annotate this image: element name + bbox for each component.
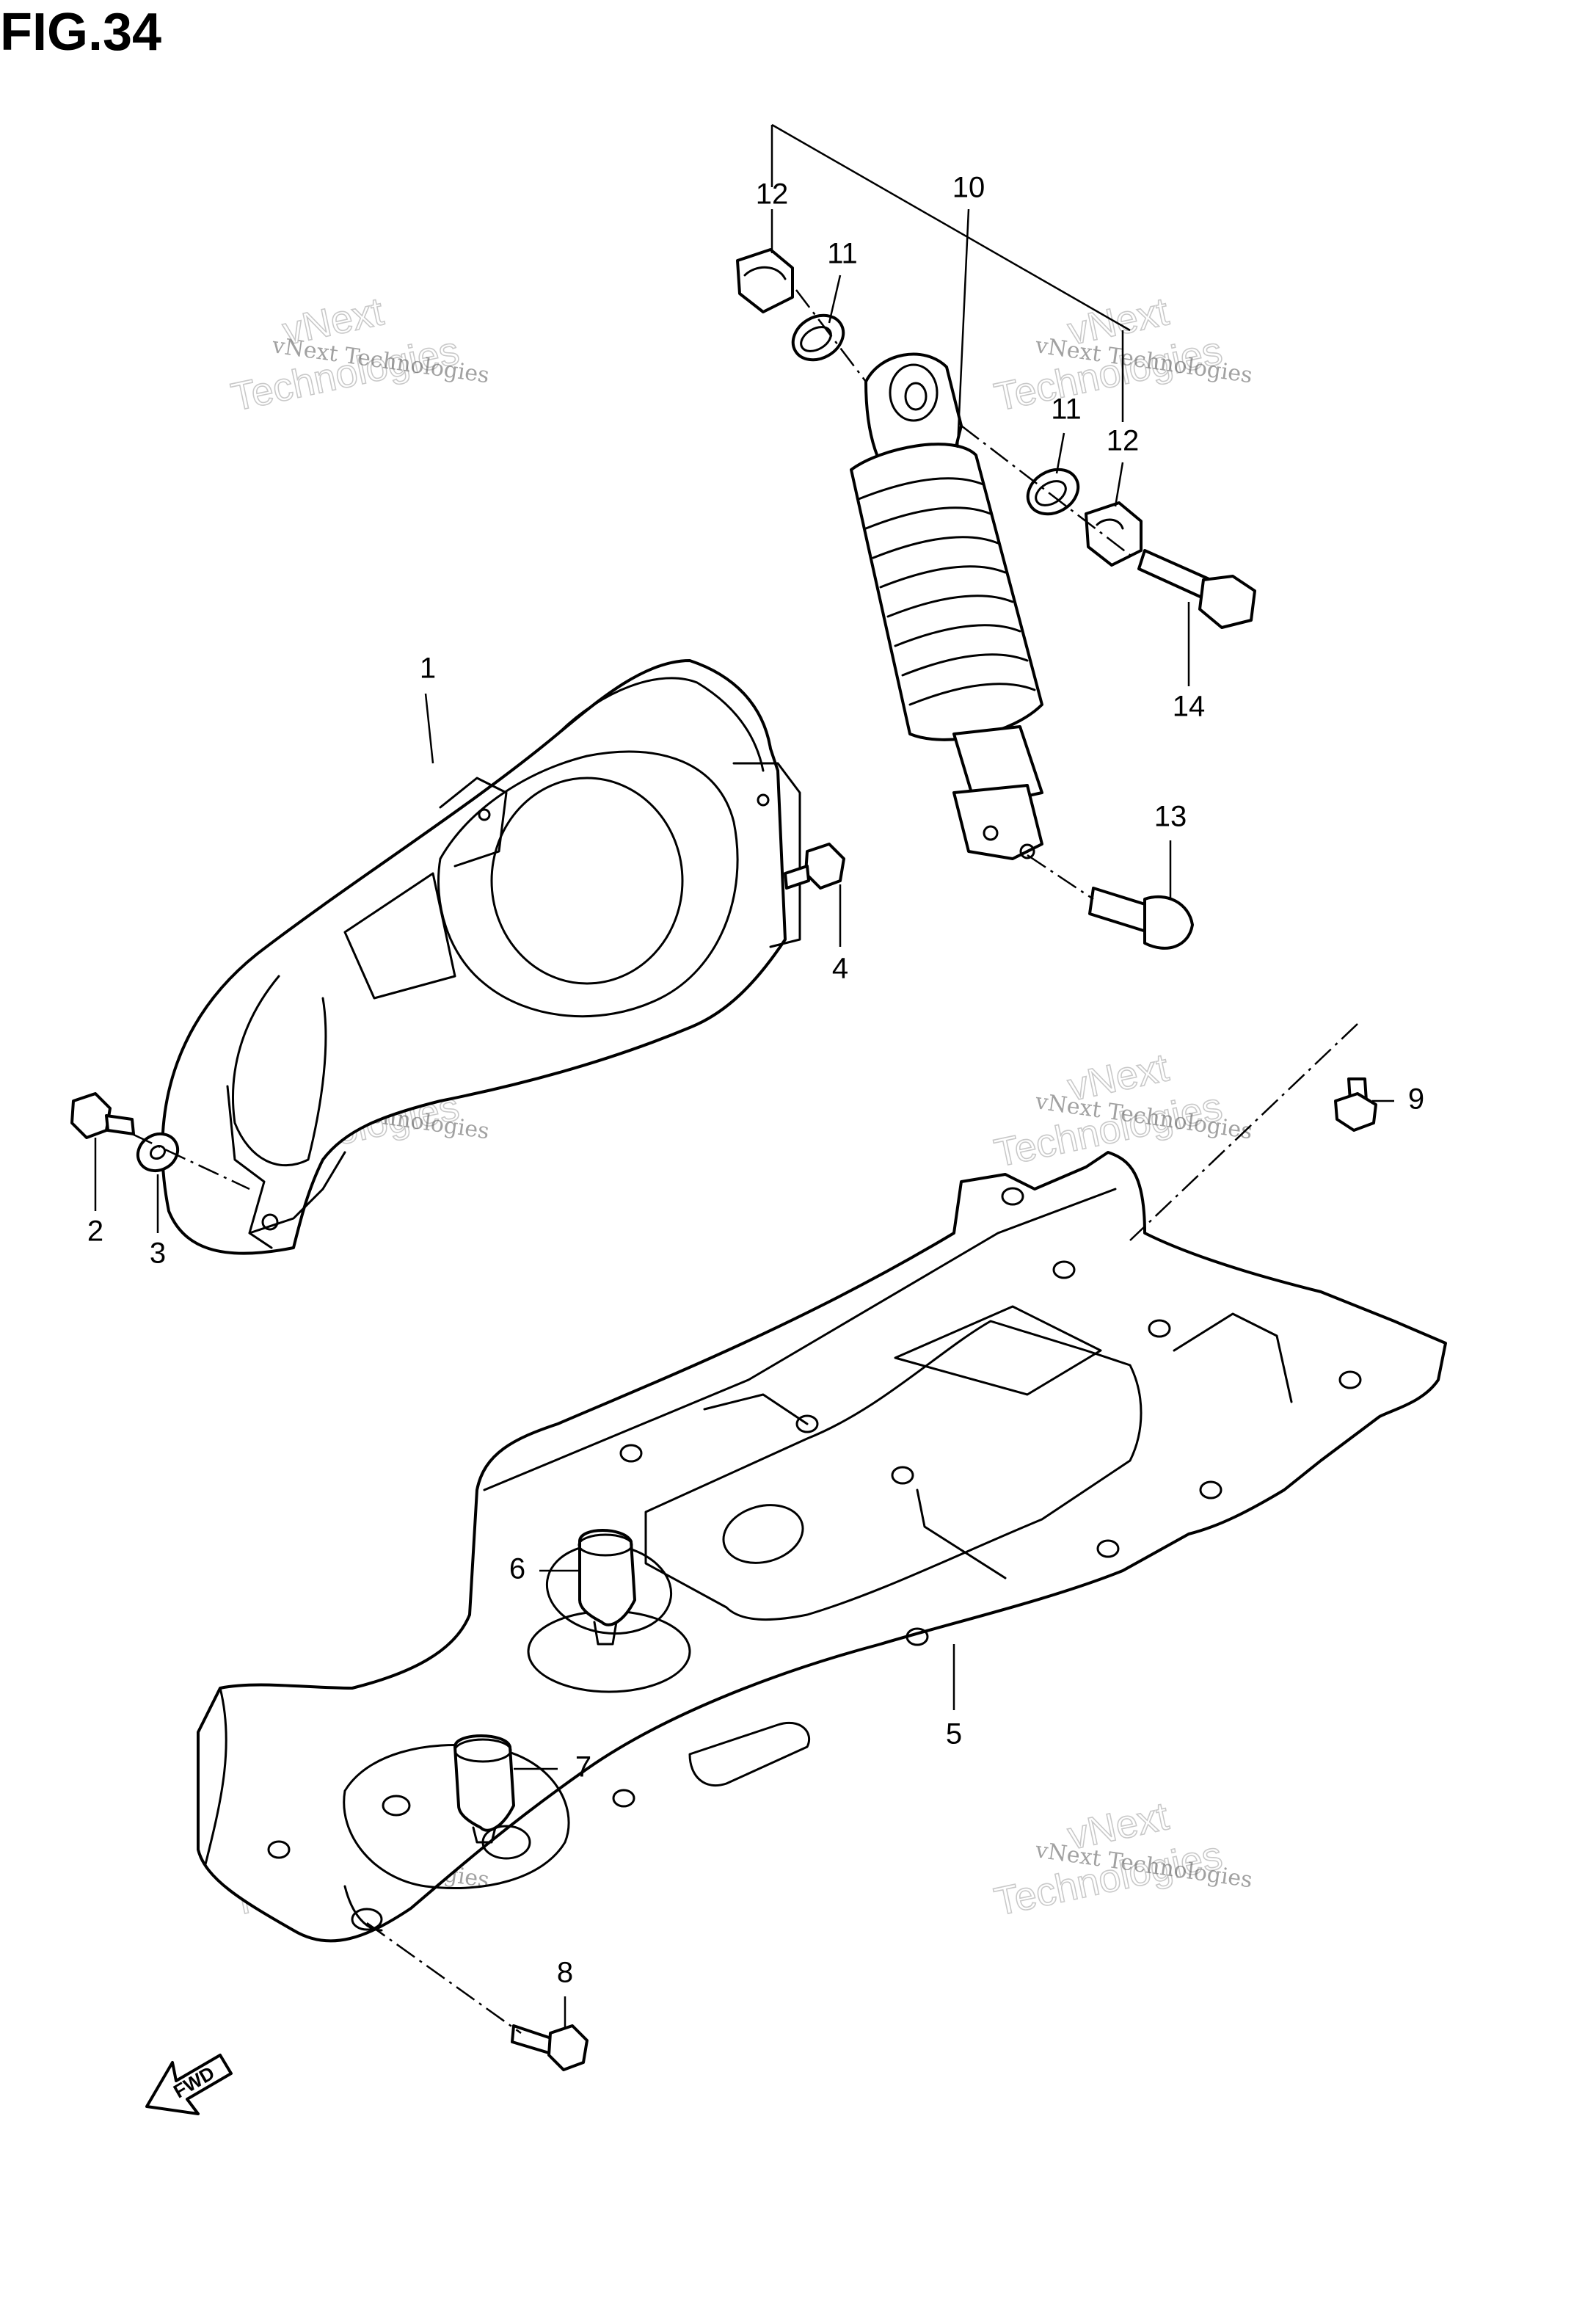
watermark-bottom-right: vNext Technologies vNext Technologies: [990, 1794, 1254, 1925]
callout-7: 7: [575, 1751, 591, 1784]
part-14-bolt: [1137, 549, 1256, 629]
part-9-bolt: [1334, 1077, 1377, 1132]
leader-lines: [94, 123, 1394, 2035]
part-1-drive-cover: [161, 659, 801, 1255]
callout-11-left: 11: [827, 238, 858, 270]
part-2-bolt: [70, 1092, 135, 1139]
figure-title: FIG.34: [0, 3, 161, 62]
part-7-rubber-stopper: [453, 1734, 515, 1844]
callout-6: 6: [509, 1553, 525, 1585]
part-12b-collar: [1085, 501, 1143, 567]
callout-4: 4: [832, 953, 848, 985]
part-11a-bushing: [791, 313, 845, 362]
callout-13: 13: [1154, 801, 1187, 833]
callout-11-right: 11: [1051, 393, 1082, 426]
part-5-floor-panel: [197, 1151, 1447, 1943]
callouts: 1 2 3 4 5 6 7 8 9 10 11 11 12 12 13 14: [87, 172, 1424, 1989]
part-4-bolt: [784, 843, 845, 890]
fwd-arrow: FWD: [145, 2054, 233, 2115]
floor-panel-holes: [267, 1187, 1362, 1859]
callout-12-left: 12: [756, 178, 789, 211]
part-12a-collar: [736, 248, 794, 313]
callout-5: 5: [946, 1718, 962, 1751]
part-8-bolt: [511, 2024, 589, 2071]
spring-coils: [857, 477, 1036, 706]
part-6-rubber-stopper: [527, 1529, 691, 1693]
part-10-shock-absorber: [850, 352, 1043, 860]
callout-3: 3: [150, 1237, 166, 1270]
watermark-middle-right: vNext Technologies vNext Technologies: [990, 1045, 1254, 1177]
callout-12-right: 12: [1107, 425, 1140, 457]
callout-14: 14: [1173, 691, 1206, 723]
part-13-bolt: [1088, 887, 1194, 950]
callout-2: 2: [87, 1215, 103, 1248]
callout-10: 10: [952, 172, 985, 204]
part-3-washer: [136, 1132, 180, 1173]
callout-9: 9: [1408, 1083, 1424, 1116]
callout-1: 1: [420, 652, 436, 685]
watermark-top-left: vNext Technologies vNext Technologies: [227, 289, 491, 421]
callout-8: 8: [557, 1957, 573, 1989]
part-11b-bushing: [1026, 468, 1080, 516]
